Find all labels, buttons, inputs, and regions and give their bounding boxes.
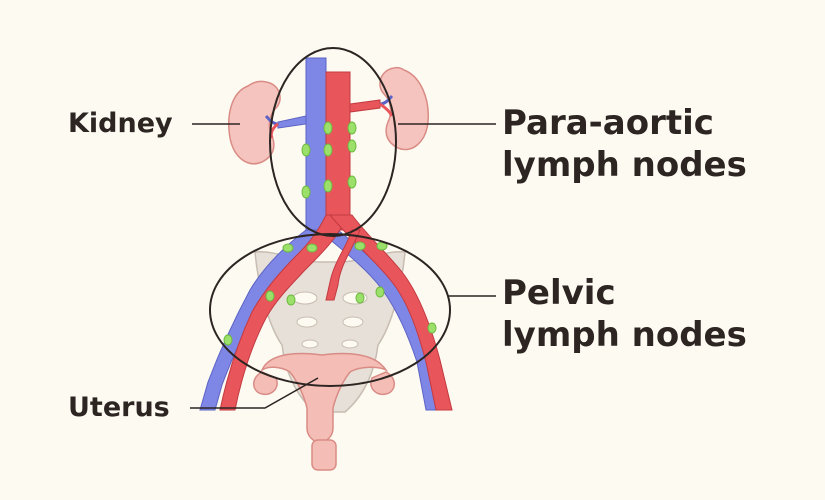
lymph-node	[347, 175, 357, 189]
lymph-nodes	[223, 121, 437, 346]
lymph-node	[282, 243, 294, 253]
sacrum-foramina	[292, 291, 368, 349]
uterus-label: Uterus	[68, 392, 170, 423]
pelvic-label-line2: lymph nodes	[502, 315, 747, 355]
lymph-node	[265, 290, 275, 302]
node-group-outlines	[209, 47, 451, 387]
lymph-node	[347, 121, 357, 135]
uterus-leader	[190, 377, 319, 409]
lymph-node	[323, 179, 333, 193]
lymph-node	[301, 185, 311, 199]
pelvic-label-line1: Pelvic	[502, 273, 616, 313]
right-kidney	[379, 66, 429, 151]
lymph-node	[427, 322, 437, 334]
pelvic-outline	[209, 233, 451, 387]
lymph-node	[355, 292, 365, 304]
lymph-node	[354, 241, 366, 251]
lymph-node	[286, 294, 296, 306]
lymph-node	[223, 334, 233, 346]
para-aortic-label-line2: lymph nodes	[502, 145, 747, 185]
para-aortic-label: Para-aortic lymph nodes	[502, 102, 747, 186]
para-aortic-outline	[269, 47, 397, 237]
lymph-node	[301, 143, 311, 157]
leader-lines	[190, 123, 496, 409]
lymph-node	[347, 139, 357, 153]
kidney-label: Kidney	[68, 108, 173, 139]
lymph-node	[323, 143, 333, 157]
lymph-node	[375, 286, 385, 298]
lymph-node	[323, 121, 333, 135]
para-aortic-label-line1: Para-aortic	[502, 103, 714, 143]
uterus	[253, 352, 395, 471]
pelvic-label: Pelvic lymph nodes	[502, 272, 747, 356]
lymph-node	[306, 243, 318, 253]
